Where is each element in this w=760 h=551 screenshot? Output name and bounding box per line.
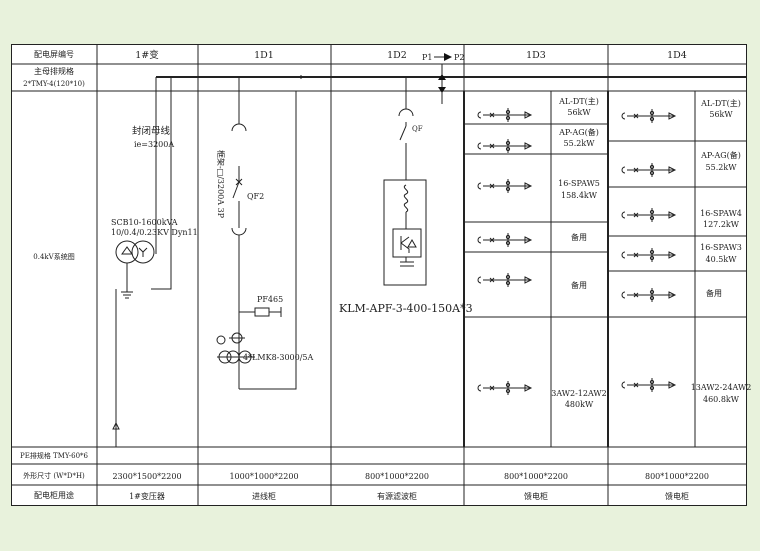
- d4-feeder-5-name: 备用: [706, 288, 722, 298]
- d3-feeder-6-name: 3AW2-12AW2: [551, 389, 607, 398]
- cabinet-id-5: 1D4: [667, 50, 687, 61]
- apf-box: [383, 179, 427, 286]
- frame: [11, 44, 747, 506]
- transformer-model: SCB10-1600kVA: [111, 218, 178, 227]
- d4-feeder-3-name: 16-SPAW4: [700, 209, 742, 218]
- d3-feeder-5-name: 备用: [571, 280, 587, 290]
- d4-feeder-4-power: 40.5kW: [706, 255, 738, 264]
- size-label: 外形尺寸 (W*D*H): [23, 471, 85, 480]
- cabinet-id-1: 1#变: [135, 49, 159, 61]
- d3-feeder-symbols: [477, 108, 533, 395]
- apf-model: KLM-APF-3-400-150A*3: [339, 302, 473, 315]
- cabinet-purpose-3: 有源滤波柜: [377, 491, 417, 501]
- d4-feeder-2-name: AP-AG(备): [700, 150, 741, 160]
- d3-feeder-4-name: 备用: [571, 232, 587, 242]
- cabinet-purpose-2: 进线柜: [252, 491, 276, 501]
- d4-feeder-3-power: 127.2kW: [703, 220, 740, 229]
- d4-feeder-4-name: 16-SPAW3: [700, 243, 742, 252]
- closed-bus-current: ie=3200A: [134, 140, 174, 149]
- d3-feeder-2-power: 55.2kW: [564, 139, 596, 148]
- system-label: 0.4kV系统图: [33, 252, 74, 261]
- qf2-tag: QF2: [247, 192, 264, 201]
- cabinet-purpose-4: 馈电柜: [524, 491, 548, 501]
- d4-feeder-2-power: 55.2kW: [706, 163, 738, 172]
- closed-bus-label: 封闭母线: [132, 125, 171, 137]
- cabinet-purpose-5: 馈电柜: [665, 491, 689, 501]
- header-row-label: 配电屏编号: [34, 49, 74, 59]
- pass-p1: P1: [422, 53, 432, 62]
- pe-label: PE排规格 TMY-60*6: [20, 451, 89, 460]
- d3-feeder-1-name: AL-DT(主): [558, 96, 599, 106]
- spd-label: PF465: [257, 295, 283, 304]
- pass-arrow-head: [444, 53, 452, 61]
- qf-tag: QF: [412, 125, 423, 133]
- transformer-secondary-winding: [131, 240, 155, 264]
- cabinet-size-2: 1000*1000*2200: [229, 472, 298, 481]
- d3-feeder-6-power: 480kW: [565, 400, 594, 409]
- cabinet-size-4: 800*1000*2200: [504, 472, 568, 481]
- d3-feeder-3-name: 16-SPAW5: [558, 179, 600, 188]
- ct-spec: 4*LMK8-3000/5A: [243, 353, 314, 362]
- d4-feeder-symbols: [621, 109, 677, 392]
- d4-feeder-1-power: 56kW: [709, 110, 733, 119]
- cabinet-size-1: 2300*1500*2200: [112, 472, 181, 481]
- ct-symbol-1: [216, 335, 226, 345]
- purpose-label: 配电柜用途: [34, 490, 74, 500]
- d4-feeder-6-name: 13AW2-24AW2: [691, 383, 752, 392]
- single-line-diagram: 配电屏编号 主母排规格 2*TMY-4(120*10) 0.4kV系统图 PE排…: [11, 44, 751, 506]
- reactor-coil: [403, 184, 409, 213]
- d4-feeder-6-power: 460.8kW: [703, 395, 740, 404]
- cabinet-id-4: 1D3: [526, 50, 546, 61]
- cabinet-purpose-1: 1#变压器: [129, 491, 165, 501]
- pass-p2: P2: [454, 53, 464, 62]
- d3-feeder-3-power: 158.4kW: [561, 191, 598, 200]
- cabinet-size-3: 800*1000*2200: [365, 472, 429, 481]
- incoming-breaker-spec: 框架-□/3200A 3P: [216, 150, 226, 219]
- transformer-ratio: 10/0.4/0.23KV Dyn11: [111, 228, 198, 237]
- busbar-spec: 2*TMY-4(120*10): [23, 80, 85, 88]
- cabinet-id-2: 1D1: [254, 50, 274, 61]
- cabinet-size-5: 800*1000*2200: [645, 472, 709, 481]
- spd-symbol: [254, 307, 270, 317]
- drawing-sheet: 配电屏编号 主母排规格 2*TMY-4(120*10) 0.4kV系统图 PE排…: [11, 44, 751, 506]
- cabinet-id-3: 1D2: [387, 50, 407, 61]
- d3-feeder-1-power: 56kW: [567, 108, 591, 117]
- d3-feeder-2-name: AP-AG(备): [558, 127, 599, 137]
- busbar-label: 主母排规格: [34, 66, 74, 76]
- d4-feeder-1-name: AL-DT(主): [700, 98, 741, 108]
- igbt-module: [392, 228, 422, 258]
